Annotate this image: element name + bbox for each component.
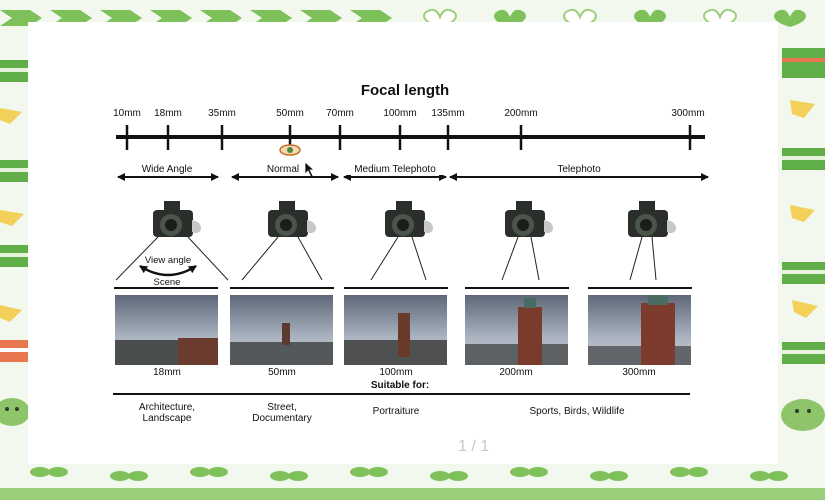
camera-icon bbox=[268, 201, 316, 237]
focal-mark-label: 50mm bbox=[276, 108, 304, 119]
example-photo-200mm bbox=[465, 295, 568, 365]
example-photo-18mm bbox=[115, 295, 218, 365]
camera-icon bbox=[505, 201, 553, 237]
photo-caption: 18mm bbox=[153, 367, 181, 378]
photo-caption: 200mm bbox=[499, 367, 532, 378]
range-label-telephoto: Telephoto bbox=[557, 164, 601, 175]
range-label-wide-angle: Wide Angle bbox=[142, 164, 193, 175]
camera-icon bbox=[153, 201, 201, 237]
page-indicator: 1 / 1 bbox=[458, 438, 489, 456]
sprout-border bbox=[0, 467, 825, 500]
slide-title: Focal length bbox=[361, 82, 449, 99]
focal-mark-label: 135mm bbox=[431, 108, 464, 119]
focal-mark-label: 100mm bbox=[383, 108, 416, 119]
eye-icon bbox=[280, 145, 300, 155]
use-case-text: Sports, Birds, Wildlife bbox=[529, 406, 624, 417]
camera-icon bbox=[385, 201, 433, 237]
view-angle-label: View angle bbox=[145, 255, 191, 266]
use-case-text: Street, bbox=[267, 402, 296, 413]
focal-mark-label: 300mm bbox=[671, 108, 704, 119]
scene-label: Scene bbox=[154, 277, 181, 288]
view-angle-arc bbox=[140, 266, 196, 275]
focal-mark-label: 10mm bbox=[113, 108, 141, 119]
use-case-text: Architecture, bbox=[139, 402, 195, 413]
use-case-text: Portraiture bbox=[373, 406, 420, 417]
focal-range-arrows: Wide Angle Normal Medium Telephoto Telep… bbox=[118, 162, 708, 177]
use-case-text: Landscape bbox=[143, 413, 192, 424]
photo-caption: 50mm bbox=[268, 367, 296, 378]
slide-canvas: Focal length 10mm 18mm 35mm 50mm 70mm 10… bbox=[28, 22, 778, 464]
range-label-medium-telephoto: Medium Telephoto bbox=[354, 164, 436, 175]
mouse-cursor-icon bbox=[305, 162, 314, 177]
use-case-text: Documentary bbox=[252, 413, 311, 424]
example-photo-300mm bbox=[588, 295, 691, 365]
example-photo-100mm bbox=[344, 295, 447, 365]
focal-mark-label: 35mm bbox=[208, 108, 236, 119]
example-photo-50mm bbox=[230, 295, 333, 365]
focal-mark-label: 70mm bbox=[326, 108, 354, 119]
suitable-for-label: Suitable for: bbox=[371, 380, 429, 391]
focal-mark-label: 200mm bbox=[504, 108, 537, 119]
photo-caption: 300mm bbox=[622, 367, 655, 378]
camera-icon bbox=[628, 201, 676, 237]
photo-caption: 100mm bbox=[379, 367, 412, 378]
focal-mark-label: 18mm bbox=[154, 108, 182, 119]
view-angle-lines bbox=[116, 237, 656, 280]
range-label-normal: Normal bbox=[267, 164, 299, 175]
